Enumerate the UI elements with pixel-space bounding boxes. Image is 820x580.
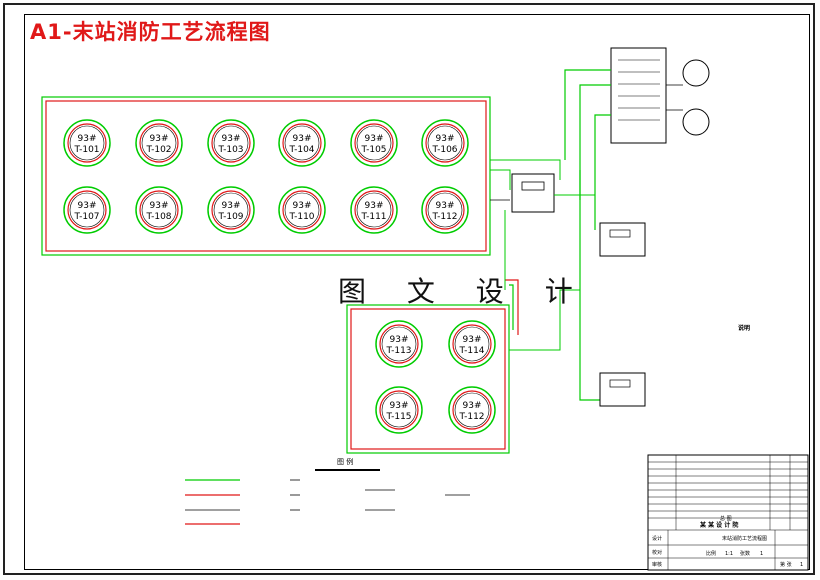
watermark: 图 文 设 计 [338,275,589,308]
storage-tank: 93#T-106 [421,119,469,167]
title-block-check: 校对 [652,549,662,556]
foam-feeder [579,170,600,401]
title-block-mark: 总 图 [720,515,732,522]
title-block-page-value: 1 [800,562,803,568]
tank-id-label: T-102 [145,145,171,155]
storage-tank: 93#T-109 [207,186,255,234]
tank-grade-label: 93# [150,134,169,144]
tank-grade-label: 93# [463,401,482,411]
title-block-design: 设计 [652,535,662,542]
tank-id-label: T-103 [217,145,243,155]
foam-unit-2 [599,372,646,407]
tank-id-label: T-115 [385,412,411,422]
storage-tank: 93#T-101 [63,119,111,167]
title-block [647,454,809,571]
title-block-sheet-label: 张数 [740,550,750,557]
storage-tank: 93#T-108 [135,186,183,234]
tank-id-label: T-111 [360,212,386,222]
storage-tank: 93#T-112 [448,386,496,434]
title-block-scale-value: 1:1 [725,551,733,557]
title-block-sheet-value: 1 [760,551,763,557]
title-block-scale-label: 比例 [706,550,716,557]
foam-proportioner [511,173,555,213]
inner-frame [24,14,810,570]
tank-id-label: T-109 [217,212,243,222]
outer-frame [3,3,815,575]
storage-tank: 93#T-115 [375,386,423,434]
storage-tank: 93#T-103 [207,119,255,167]
tank-grade-label: 93# [436,201,455,211]
tank-grade-label: 93# [365,134,384,144]
tank-grade-label: 93# [365,201,384,211]
storage-tank: 93#T-113 [375,320,423,368]
foam-feeder [579,84,611,200]
drawing-title: A1-末站消防工艺流程图 [30,20,271,44]
tank-grade-label: 93# [436,134,455,144]
storage-tank: 93#T-105 [350,119,398,167]
storage-tank: 93#T-102 [135,119,183,167]
legend-title: 图 例 [337,457,353,466]
tank-id-label: T-114 [458,346,484,356]
tank-grade-label: 93# [293,134,312,144]
water-storage-tank-1 [682,59,710,87]
title-block-drawing-name: 末站消防工艺流程图 [722,535,767,542]
foam-main-loop [41,96,491,256]
connector-line [509,289,580,351]
tank-id-label: T-106 [431,145,457,155]
tank-grade-label: 93# [222,201,241,211]
tank-grade-label: 93# [150,201,169,211]
storage-tank: 93#T-110 [278,186,326,234]
notes-title: 说明 [737,325,750,332]
tank-grade-label: 93# [390,401,409,411]
tank-grade-label: 93# [78,134,97,144]
legend [185,469,470,525]
proportioner-tank [521,181,545,191]
notes-panel: 说明 [674,325,814,334]
foam-feeder [564,69,611,160]
tank-grade-label: 93# [293,201,312,211]
foam-riser [509,284,514,330]
title-block-company: 某 某 设 计 院 [700,521,738,529]
tank-grade-label: 93# [390,335,409,345]
tank-id-label: T-110 [288,212,314,222]
connector-line [490,169,511,190]
foam-feeder [594,114,611,230]
water-storage-tank-2 [682,108,710,136]
title-block-review: 审核 [652,561,662,568]
main-tank-farm: 93#T-10193#T-10293#T-10393#T-10493#T-105… [63,119,469,234]
tank-id-label: T-108 [145,212,171,222]
tank-id-label: T-104 [288,145,314,155]
tank-id-label: T-112 [431,212,457,222]
water-main-loop [45,100,487,252]
storage-tank: 93#T-104 [278,119,326,167]
tank-grade-label: 93# [463,335,482,345]
title-block-page-label: 第 张 [780,561,792,568]
connector-line [490,159,561,180]
tank-id-label: T-105 [360,145,386,155]
pump-room [610,47,667,144]
pump-rows [618,59,660,121]
tank-grade-label: 93# [222,134,241,144]
water-lower-loop [350,308,506,450]
tank-grade-label: 93# [78,201,97,211]
storage-tank: 93#T-114 [448,320,496,368]
foam-lower-loop [346,304,510,454]
tank-id-label: T-113 [385,346,411,356]
tank-id-label: T-101 [73,145,99,155]
tank-id-label: T-107 [73,212,99,222]
foam-unit-1 [599,222,646,257]
storage-tank: 93#T-107 [63,186,111,234]
storage-tank: 93#T-112 [421,186,469,234]
storage-tank: 93#T-111 [350,186,398,234]
tank-id-label: T-112 [458,412,484,422]
water-riser [505,279,519,335]
